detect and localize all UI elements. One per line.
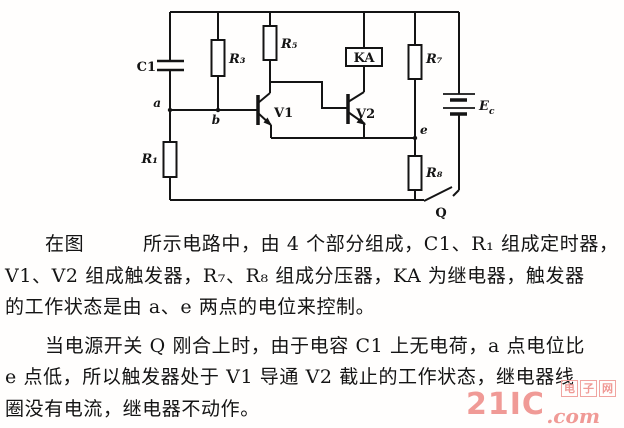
resistor-r3-body <box>210 39 226 77</box>
node-b-label: b <box>212 113 220 127</box>
resistor-r1-body <box>162 141 178 178</box>
transistor-v2-label: V2 <box>355 107 375 122</box>
resistor-r1-label: R₁ <box>141 152 159 167</box>
node-a-label: a <box>153 96 161 110</box>
node-a-dot <box>167 107 173 113</box>
battery-ec-label: E <box>478 99 490 114</box>
watermark-cn-char: 电 <box>561 380 578 397</box>
transistor-v2-collector <box>347 91 365 103</box>
node-e-dot <box>412 135 418 141</box>
transistor-v1-collector <box>257 92 271 104</box>
paragraph1-line1: 在图 所示电路中，由 4 个部分组成，C1、R₁ 组成定时器， <box>45 233 619 255</box>
paragraph2-line3: 圈没有电流，继电器不动作。 <box>5 397 260 420</box>
circuit-figure: C1 R₃ R₅ R₇ R₁ R₈ KA V1 V2 a b e Q E c <box>137 11 495 221</box>
junction-dots <box>167 107 418 141</box>
node-b-dot <box>215 107 221 113</box>
resistor-r3-label: R₃ <box>228 52 246 67</box>
switch-q-label: Q <box>435 206 446 221</box>
paragraph2-line2: e 点低，所以触发器处于 V1 导通 V2 截止的工作状态，继电器线 <box>5 366 575 388</box>
circuit-bodies <box>162 25 423 191</box>
watermark-brand-text: 21IC <box>466 387 545 422</box>
paragraph1-line2: V1、V2 组成触发器，R₇、R₈ 组成分压器，KA 为继电器，触发器 <box>5 264 585 287</box>
relay-ka-label: KA <box>354 51 376 66</box>
resistor-r7-body <box>407 44 423 80</box>
node-e-label: e <box>420 123 428 137</box>
switch-q-blade <box>423 186 453 202</box>
wire-v1-collector-to-v2-base <box>270 81 348 109</box>
v2-emitter-arrow <box>356 117 366 125</box>
watermark-cn-boxes: 电 子 网 <box>561 380 616 397</box>
transistor-v1-label: V1 <box>273 106 293 121</box>
switch-q-contact <box>452 189 460 197</box>
body-text: 在图 所示电路中，由 4 个部分组成，C1、R₁ 组成定时器， V1、V2 组成… <box>0 229 624 425</box>
resistor-r8-label: R₈ <box>425 166 443 181</box>
watermark-21ic: 21IC 电 子 网 .com <box>464 380 616 426</box>
watermark-cn-char: 子 <box>580 380 597 397</box>
resistor-r5-label: R₅ <box>280 37 298 52</box>
emitter-arrows <box>263 117 366 126</box>
capacitor-c1-label: C1 <box>137 60 156 75</box>
watermark-cn-char: 网 <box>599 380 616 397</box>
v1-emitter-arrow <box>263 117 272 126</box>
resistor-r8-body <box>407 155 423 191</box>
circuit-diagram: C1 R₃ R₅ R₇ R₁ R₈ KA V1 V2 a b e Q E c <box>137 11 495 221</box>
relay-ka-box <box>345 47 383 67</box>
watermark-domain-suffix: .com <box>546 404 600 428</box>
paragraph2-line1: 当电源开关 Q 刚合上时，由于电容 C1 上无电荷，a 点电位比 <box>45 334 585 357</box>
battery-ec-subscript: c <box>489 107 495 117</box>
resistor-r5-body <box>262 25 278 61</box>
resistor-r7-label: R₇ <box>425 52 443 67</box>
paragraph1-line3: 的工作状态是由 a、e 两点的电位来控制。 <box>5 296 376 318</box>
